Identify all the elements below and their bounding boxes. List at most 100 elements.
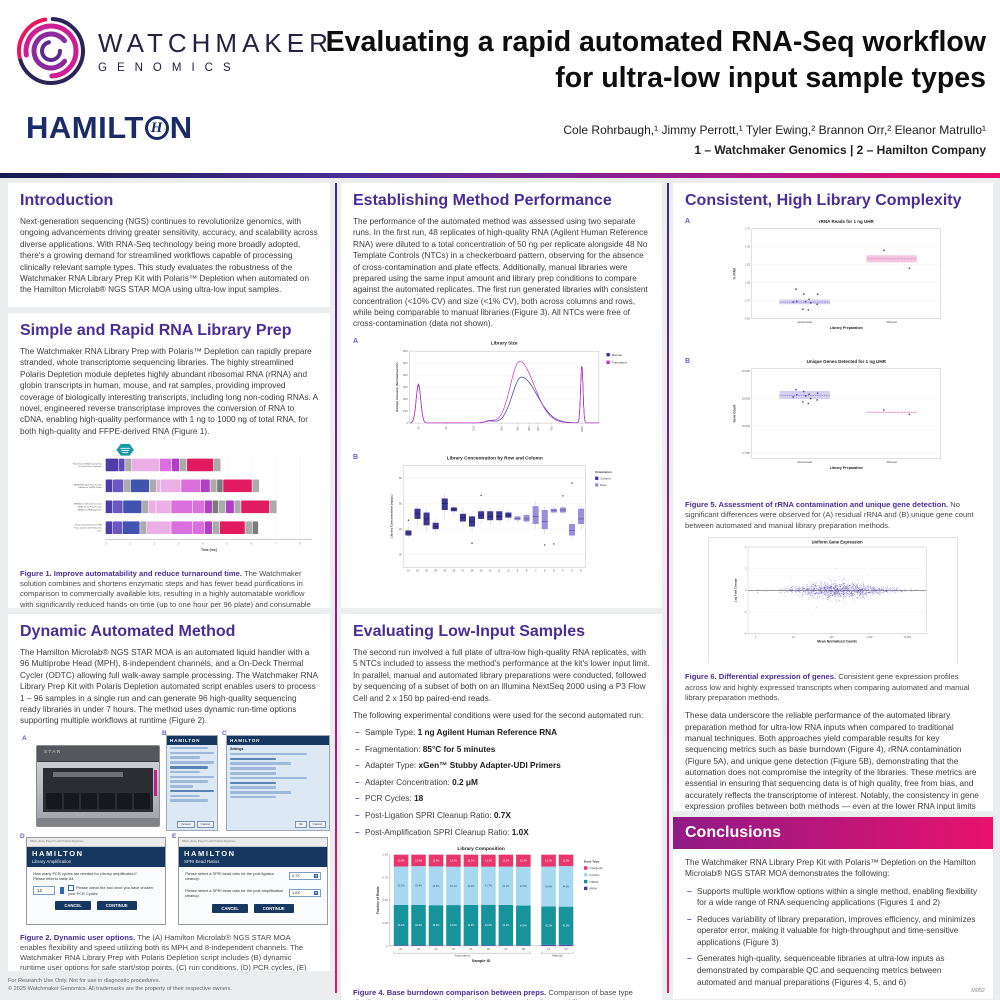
section-complexity: Consistent, High Library Complexity A 0.… (673, 183, 993, 811)
hamilton-logo-text-1: HAMILT (26, 110, 144, 145)
column-left: Introduction Next-generation sequencing … (8, 183, 330, 994)
figure1-caption-text: The Watchmaker solution combines and sho… (20, 568, 311, 608)
dialog-c-ok-button[interactable]: Ok (294, 820, 307, 828)
svg-text:43.6%: 43.6% (520, 924, 528, 927)
figure4-composition-chart: 00.250.500.751.000.7%44.1%42.2%13.0%010.… (353, 843, 650, 984)
figure2-caption-label: Figure 2. Dynamic user options. (20, 932, 136, 942)
dialog-d-body: How many PCR cycles are needed for Libra… (27, 867, 165, 915)
svg-text:11: 11 (498, 570, 501, 573)
footer-disclaimer: For Research Use Only. Not for use in di… (8, 977, 330, 994)
dialog-e-cancel-button[interactable]: CANCEL (212, 903, 248, 913)
section-conclusions: Conclusions The Watchmaker RNA Library P… (673, 817, 993, 999)
conclusion-item: Reduces variability of library preparati… (687, 914, 981, 949)
dialog-b-accept-button[interactable]: Accept (177, 820, 195, 828)
figure3-caption: Figure 3. Final library QC. (A) Final li… (353, 607, 650, 608)
svg-text:05: 05 (469, 947, 473, 951)
figure2-caption-text: The (A) Hamilton Microlab® NGS STAR MOA … (20, 932, 307, 971)
svg-text:04: 04 (452, 947, 456, 951)
svg-text:KAPA RNA HyperPrep Kit with: KAPA RNA HyperPrep Kit with (73, 483, 102, 486)
hamilton-logo-o-icon: H (144, 116, 169, 140)
dialog-b-cancel-button[interactable]: Cancel (196, 820, 214, 828)
conditions-intro: The following experimental conditions we… (353, 710, 644, 720)
dialog-c-subtitle: Settings (230, 746, 244, 751)
poster-title-line1: Evaluating a rapid automated RNA-Seq wor… (325, 26, 986, 58)
authors-line: Cole Rohrbaugh,¹ Jimmy Perrott,¹ Tyler E… (563, 122, 986, 137)
svg-text:500: 500 (403, 361, 408, 365)
svg-text:Illumina Stranded Total RNA: Illumina Stranded Total RNA (75, 524, 102, 527)
svg-text:4: 4 (202, 541, 204, 545)
svg-text:1.25: 1.25 (744, 263, 750, 267)
svg-text:13.2%: 13.2% (485, 860, 493, 863)
dialog-d-prompt1: How many PCR cycles are needed for Libra… (33, 870, 137, 876)
watchmaker-logo: WATCHMAKER GENOMICS (14, 14, 333, 88)
figure5-caption: Figure 5. Assessment of rRNA contaminati… (685, 500, 981, 531)
section-library-prep: Simple and Rapid RNA Library Prep The Wa… (8, 313, 330, 608)
svg-text:1.00: 1.00 (382, 853, 388, 857)
svg-text:0.25: 0.25 (382, 921, 388, 925)
svg-text:Library Preparation: Library Preparation (829, 326, 862, 330)
svg-text:G: G (571, 570, 573, 573)
document-code: M052 (971, 988, 985, 994)
svg-text:44.2%: 44.2% (468, 924, 476, 927)
svg-text:18,500: 18,500 (741, 424, 750, 428)
svg-text:12: 12 (507, 570, 510, 573)
svg-text:4: 4 (745, 546, 747, 549)
svg-text:Library Size: Library Size (491, 340, 518, 346)
svg-text:02: 02 (565, 947, 569, 951)
svg-text:8: 8 (299, 541, 301, 545)
dialog-e-continue-button[interactable]: CONTINUE (253, 903, 294, 913)
svg-text:C: C (535, 570, 537, 573)
svg-text:0: 0 (745, 589, 747, 592)
svg-text:Library Concentration (ng/μL): Library Concentration (ng/μL) (390, 495, 394, 539)
dialog-d-cancel-button[interactable]: CANCEL (55, 901, 91, 911)
footer-line2: © 2025 Watchmaker Genomics. All trademar… (8, 986, 233, 993)
svg-text:400: 400 (527, 426, 531, 431)
svg-text:Plus: Plus (98, 531, 102, 533)
svg-text:1,000: 1,000 (866, 636, 873, 639)
svg-text:13.3%: 13.3% (520, 860, 528, 863)
instrument-top-panel (37, 745, 159, 762)
svg-text:02: 02 (417, 947, 421, 951)
svg-text:Mean Normalized Counts: Mean Normalized Counts (817, 639, 857, 643)
svg-text:RNA Library Prep Kit with: RNA Library Prep Kit with (78, 506, 103, 509)
svg-text:Manual: Manual (886, 320, 896, 324)
svg-text:20,500: 20,500 (741, 369, 750, 373)
pcr-cycles-stepper[interactable] (60, 886, 64, 894)
svg-text:F: F (562, 570, 564, 573)
brand-name: WATCHMAKER (98, 28, 333, 58)
dialog-d-navband: HAMILTON Library Amplification (27, 846, 165, 867)
dialog-library-amplification: RNA Library Prep Kit with Polaris Deplet… (26, 836, 166, 925)
dialog-e-prompt1: Please select a SPRI bead ratio for the … (185, 870, 274, 882)
post-amplification-ratio-dropdown[interactable]: 1.0X▾ (289, 889, 321, 898)
figure1-caption-label: Figure 1. Improve automatability and red… (20, 568, 242, 578)
svg-text:44.1%: 44.1% (502, 924, 510, 927)
section-title-low-input: Evaluating Low-Input Samples (353, 623, 586, 640)
svg-text:42.1%: 42.1% (502, 885, 510, 888)
svg-text:43.9%: 43.9% (433, 924, 441, 927)
svg-text:0.75: 0.75 (382, 876, 388, 880)
condition-item: Fragmentation: 85°C for 5 minutes (355, 744, 650, 756)
svg-text:6: 6 (251, 541, 253, 545)
svg-text:B: B (526, 570, 528, 573)
affiliations-line: 1 – Watchmaker Genomics | 2 – Hamilton C… (694, 142, 986, 157)
svg-text:Intronic: Intronic (589, 873, 600, 877)
svg-text:0: 0 (406, 421, 408, 425)
pcr-cycles-input[interactable]: 12 (33, 885, 55, 895)
svg-text:44.0%: 44.0% (450, 924, 458, 927)
dialog-d-continue-button[interactable]: CONTINUE (96, 901, 137, 911)
svg-text:Unique Genes Detected for 1 ng: Unique Genes Detected for 1 ng UHR (806, 359, 886, 364)
dialog-c-cancel-button[interactable]: Cancel (308, 820, 326, 828)
svg-text:NEBNext® Ultra II Directional: NEBNext® Ultra II Directional (74, 503, 102, 506)
svg-text:Gene Count: Gene Count (732, 405, 736, 423)
dialog-b-header: HAMILTON (167, 735, 217, 745)
post-ligation-ratio-dropdown[interactable]: 0.7X▾ (289, 872, 321, 881)
svg-text:10: 10 (792, 636, 795, 639)
svg-text:0: 0 (386, 944, 388, 948)
svg-text:1500: 1500 (580, 426, 584, 432)
svg-text:12.5%: 12.5% (563, 859, 571, 862)
svg-text:D: D (544, 570, 546, 573)
